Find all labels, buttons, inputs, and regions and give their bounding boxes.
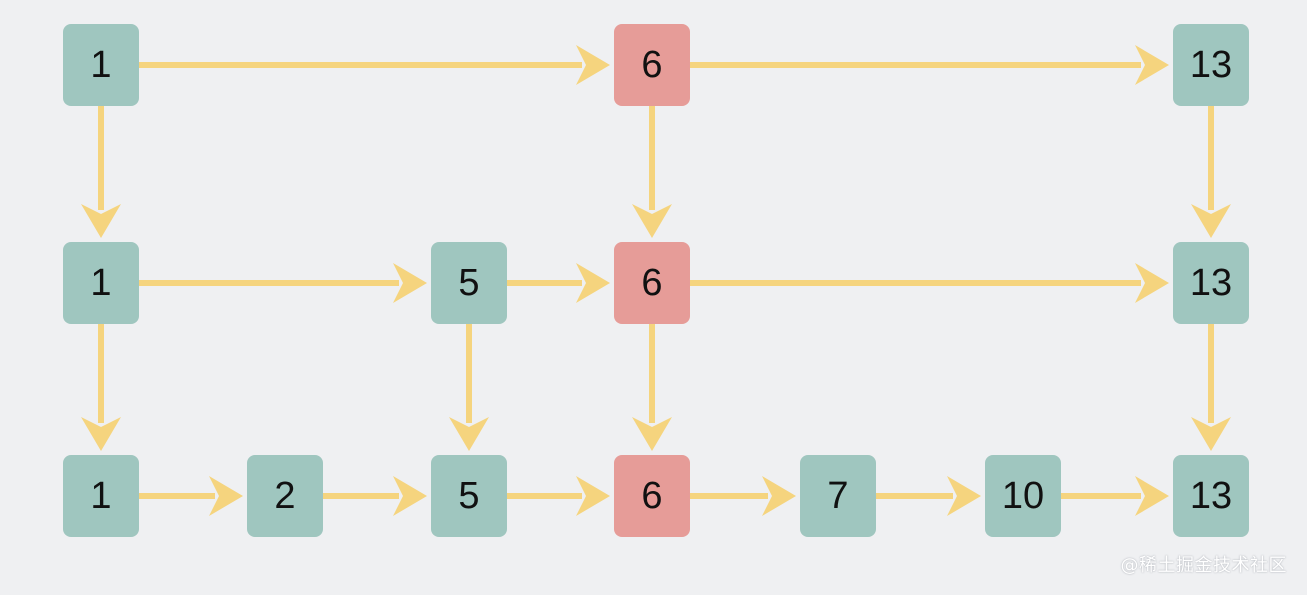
edge-l0-2-to-l0-5	[323, 476, 427, 516]
node-l0-1: 1	[63, 455, 139, 537]
edge-l2-13-to-l1-13	[1191, 106, 1231, 238]
edge-l1-6-to-l1-13	[690, 263, 1169, 303]
node-l1-5: 5	[431, 242, 507, 324]
node-l2-13: 13	[1173, 24, 1249, 106]
node-l0-7: 7	[800, 455, 876, 537]
node-l1-6: 6	[614, 242, 690, 324]
edge-l0-5-to-l0-6	[507, 476, 610, 516]
edge-l2-1-to-l1-1	[81, 106, 121, 238]
node-l0-6: 6	[614, 455, 690, 537]
edge-l1-1-to-l0-1	[81, 324, 121, 451]
edge-l1-6-to-l0-6	[632, 324, 672, 451]
node-l2-6: 6	[614, 24, 690, 106]
edge-l1-5-to-l0-5	[449, 324, 489, 451]
edge-l1-1-to-l1-5	[139, 263, 427, 303]
node-l1-13: 13	[1173, 242, 1249, 324]
edge-l2-6-to-l2-13	[690, 45, 1169, 85]
edge-l0-7-to-l0-10	[876, 476, 981, 516]
node-l2-1: 1	[63, 24, 139, 106]
node-l1-1: 1	[63, 242, 139, 324]
edge-l0-1-to-l0-2	[139, 476, 243, 516]
watermark: @稀土掘金技术社区	[1120, 555, 1287, 576]
edge-l2-1-to-l2-6	[139, 45, 610, 85]
node-l0-2: 2	[247, 455, 323, 537]
edge-l0-6-to-l0-7	[690, 476, 796, 516]
edge-l2-6-to-l1-6	[632, 106, 672, 238]
edge-l1-13-to-l0-13	[1191, 324, 1231, 451]
node-l0-13: 13	[1173, 455, 1249, 537]
node-l0-10: 10	[985, 455, 1061, 537]
node-l0-5: 5	[431, 455, 507, 537]
edge-l1-5-to-l1-6	[507, 263, 610, 303]
edge-l0-10-to-l0-13	[1061, 476, 1169, 516]
